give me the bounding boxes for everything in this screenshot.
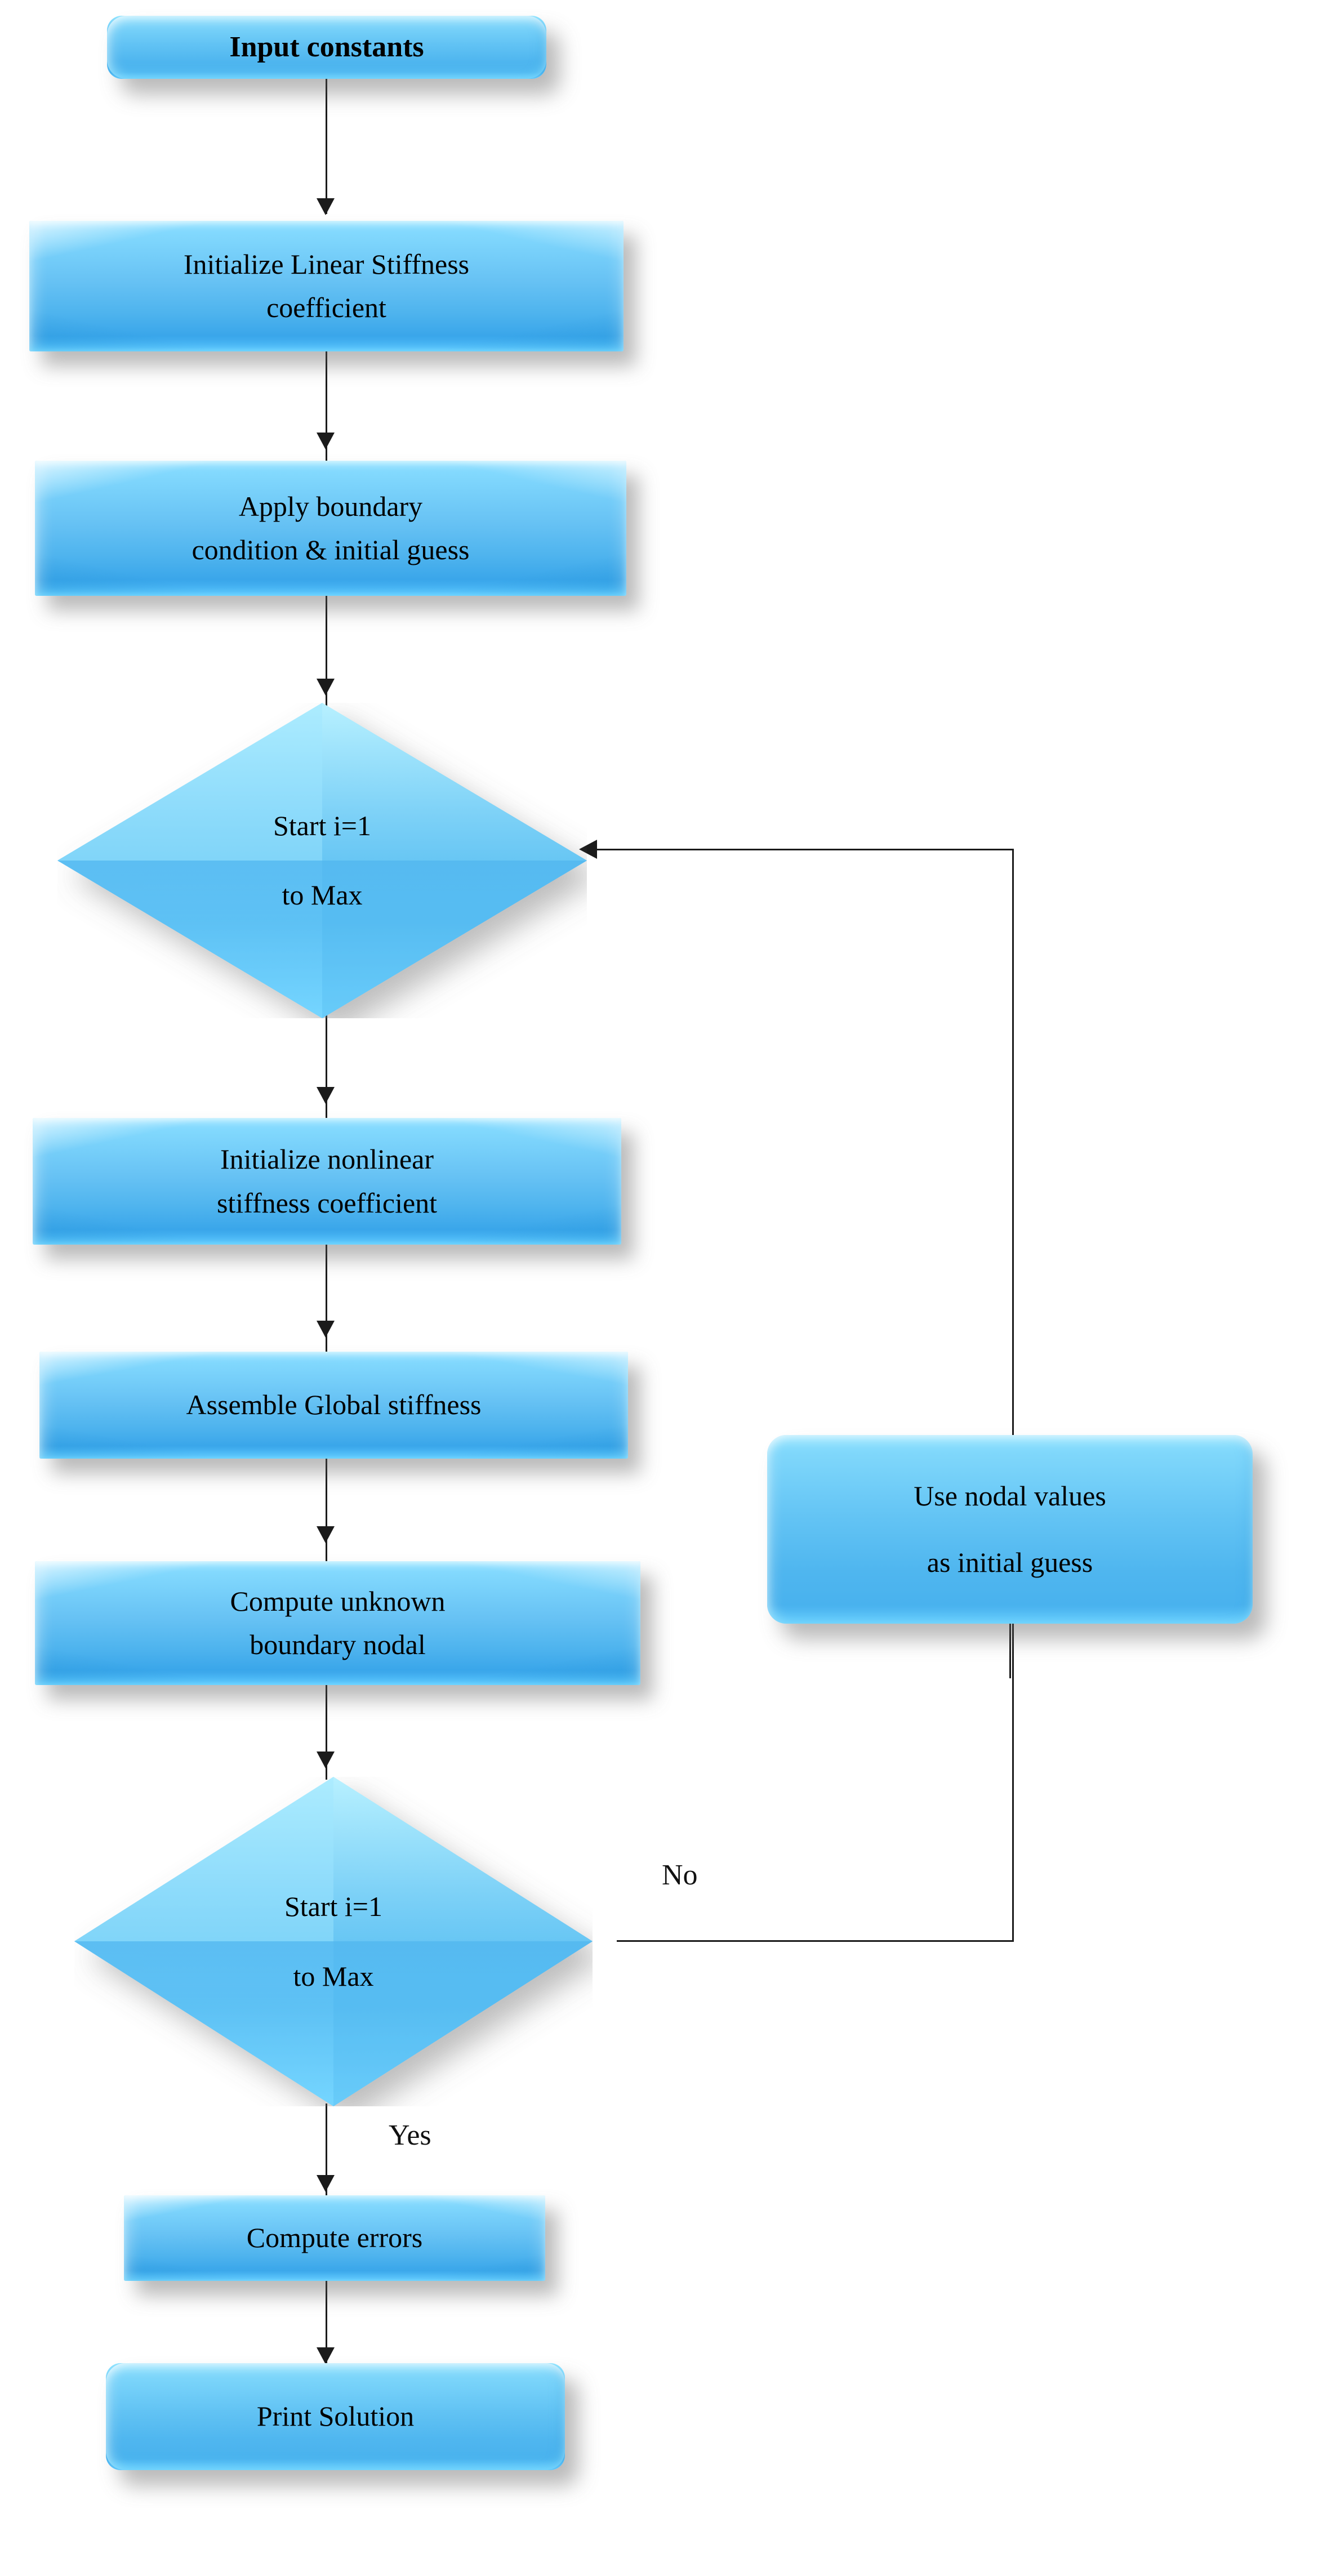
arrowhead-input-to-linear bbox=[317, 198, 335, 215]
arrowhead-errors-to-print bbox=[317, 2347, 335, 2364]
node-apply-boundary-condition[interactable]: Apply boundary condition & initial guess bbox=[35, 461, 626, 596]
connector-assemble-to-compute bbox=[326, 1456, 327, 1568]
connector-no-horizontal-top bbox=[597, 849, 1014, 850]
node-use-nodal-values[interactable]: Use nodal values as initial guess bbox=[767, 1435, 1253, 1624]
node-label-line: as initial guess bbox=[927, 1546, 1093, 1578]
edge-label-no: No bbox=[662, 1859, 698, 1891]
node-print-solution[interactable]: Print Solution bbox=[106, 2363, 565, 2470]
node-label-line: Print Solution bbox=[256, 2400, 415, 2432]
node-label-line: Initialize nonlinear bbox=[220, 1143, 434, 1175]
node-label-line: Initialize Linear Stiffness bbox=[183, 248, 470, 280]
node-initialize-nonlinear-stiffness[interactable]: Initialize nonlinear stiffness coefficie… bbox=[33, 1118, 621, 1245]
connector-loop-to-nonlinear bbox=[326, 1014, 327, 1118]
connector-check-to-errors bbox=[326, 2103, 327, 2213]
node-input-constants[interactable]: Input constants bbox=[107, 16, 546, 79]
arrowhead-linear-to-boundary bbox=[317, 433, 335, 449]
node-label-line: Compute errors bbox=[246, 2222, 423, 2254]
node-label-line: Start i=1 bbox=[284, 1891, 383, 1922]
node-compute-unknown-boundary-nodal[interactable]: Compute unknown boundary nodal bbox=[35, 1561, 640, 1685]
arrowhead-check-to-errors bbox=[317, 2175, 335, 2192]
node-label-line: Start i=1 bbox=[273, 809, 372, 841]
connector-input-to-linear bbox=[326, 79, 327, 214]
node-label-line: Compute unknown bbox=[230, 1585, 446, 1617]
diamond-label-group: Start i=1 to Max bbox=[74, 1777, 593, 2106]
node-label-line: coefficient bbox=[266, 292, 386, 323]
node-loop-check-converged[interactable]: Start i=1 to Max bbox=[74, 1777, 593, 2106]
node-label-line: Apply boundary bbox=[238, 490, 423, 522]
node-initialize-linear-stiffness[interactable]: Initialize Linear Stiffness coefficient bbox=[29, 221, 624, 351]
connector-nonlinear-to-assemble bbox=[326, 1239, 327, 1360]
node-label-line: Assemble Global stiffness bbox=[186, 1389, 482, 1421]
connector-compute-to-check bbox=[326, 1681, 327, 1780]
node-label-line: stiffness coefficient bbox=[216, 1187, 438, 1219]
connector-no-horizontal-bottom bbox=[617, 1940, 1014, 1942]
node-assemble-global-stiffness[interactable]: Assemble Global stiffness bbox=[39, 1352, 628, 1459]
arrowhead-nonlinear-to-assemble bbox=[317, 1321, 335, 1338]
node-label-line: to Max bbox=[282, 879, 363, 911]
node-label-line: Input constants bbox=[229, 30, 424, 63]
node-label-line: boundary nodal bbox=[250, 1629, 426, 1660]
node-label-line: Use nodal values bbox=[914, 1480, 1106, 1512]
arrowhead-loop-to-nonlinear bbox=[317, 1087, 335, 1104]
node-loop-start-outer[interactable]: Start i=1 to Max bbox=[57, 703, 587, 1018]
arrowhead-compute-to-check bbox=[317, 1751, 335, 1768]
connector-nodal-values-stub bbox=[1009, 1622, 1011, 1678]
edge-label-yes: Yes bbox=[389, 2119, 431, 2151]
node-label-line: condition & initial guess bbox=[192, 534, 470, 565]
arrowhead-boundary-to-loop bbox=[317, 679, 335, 696]
diamond-shape-icon bbox=[57, 703, 587, 1018]
connector-no-vertical bbox=[1012, 849, 1014, 1942]
node-label-line: to Max bbox=[293, 1960, 374, 1992]
arrowhead-no-into-loop bbox=[579, 840, 597, 859]
diamond-label-group: Start i=1 to Max bbox=[57, 703, 587, 1018]
connector-errors-to-print bbox=[326, 2275, 327, 2379]
connector-linear-to-boundary bbox=[326, 349, 327, 476]
diamond-shape-icon bbox=[74, 1777, 593, 2106]
connector-boundary-to-loop bbox=[326, 594, 327, 715]
arrowhead-assemble-to-compute bbox=[317, 1526, 335, 1543]
node-compute-errors[interactable]: Compute errors bbox=[124, 2195, 545, 2281]
